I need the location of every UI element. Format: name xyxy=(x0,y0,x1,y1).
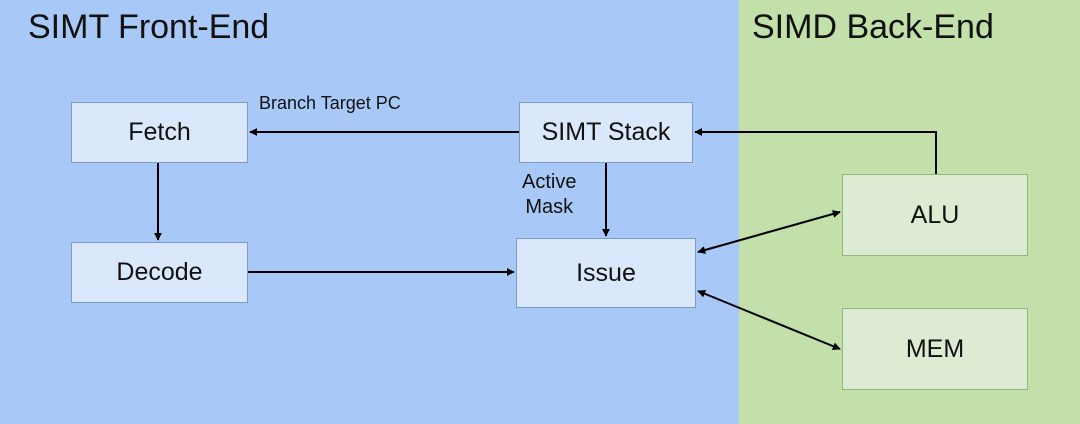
branch-target-pc-label: Branch Target PC xyxy=(259,93,401,113)
alu-node: ALU xyxy=(842,174,1028,256)
decode-node: Decode xyxy=(71,242,248,303)
issue-label: Issue xyxy=(576,258,636,287)
active-mask-label-line2: Mask xyxy=(525,196,574,218)
decode-label: Decode xyxy=(116,258,203,286)
active-mask-label: Active Mask xyxy=(522,170,576,220)
simt-stack-node: SIMT Stack xyxy=(519,102,693,163)
edge-alu-to-simt-stack xyxy=(694,128,937,174)
mem-label: MEM xyxy=(905,334,965,363)
simt-stack-label: SIMT Stack xyxy=(541,118,671,146)
fetch-label: Fetch xyxy=(128,118,191,146)
fetch-node: Fetch xyxy=(71,102,248,163)
front-end-title: SIMT Front-End xyxy=(28,8,270,46)
edge-issue-alu xyxy=(697,210,841,254)
back-end-title: SIMD Back-End xyxy=(752,8,994,46)
simt-front-end-region xyxy=(0,0,739,424)
alu-label: ALU xyxy=(910,200,960,229)
issue-node: Issue xyxy=(516,238,696,308)
mem-node: MEM xyxy=(842,308,1028,390)
active-mask-label-line1: Active xyxy=(522,171,577,193)
edge-issue-mem xyxy=(697,290,841,350)
